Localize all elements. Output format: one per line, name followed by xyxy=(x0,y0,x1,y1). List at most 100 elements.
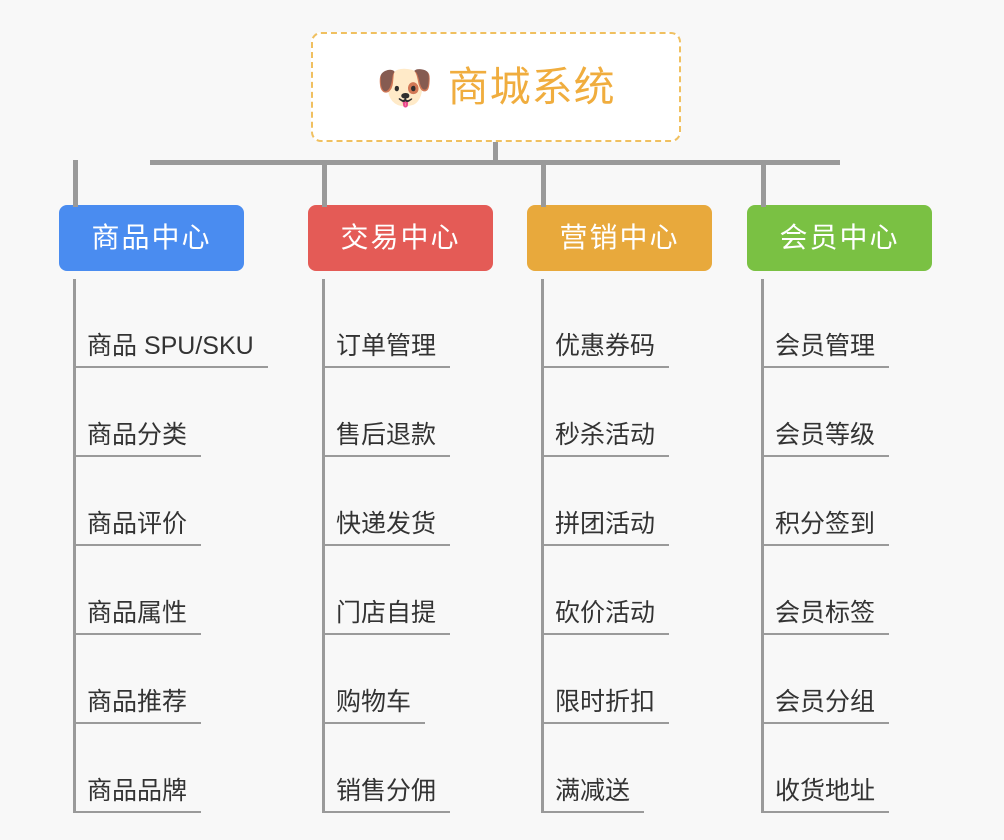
root-stem-connector xyxy=(493,142,498,164)
leaf-item[interactable]: 商品属性 xyxy=(73,546,249,635)
leaf-label: 满减送 xyxy=(555,777,631,805)
leaf-label: 门店自提 xyxy=(336,599,437,627)
leaf-label: 收货地址 xyxy=(775,777,876,805)
leaf-item[interactable]: 会员分组 xyxy=(761,635,937,724)
leaf-underline xyxy=(541,366,669,368)
branch-header-label: 交易中心 xyxy=(340,222,461,253)
leaf-label: 购物车 xyxy=(336,688,412,716)
branch-spine-trade-center xyxy=(322,279,325,813)
leaf-underline xyxy=(541,722,669,724)
leaf-underline xyxy=(73,455,201,457)
leaf-label: 秒杀活动 xyxy=(555,421,656,449)
leaf-label: 砍价活动 xyxy=(555,599,656,627)
leaf-label: 会员管理 xyxy=(775,332,876,360)
leaf-list-marketing-center: 优惠券码秒杀活动拼团活动砍价活动限时折扣满减送 xyxy=(541,279,717,813)
leaf-underline xyxy=(322,366,450,368)
leaf-underline xyxy=(761,633,889,635)
branch-marketing-center: 营销中心优惠券码秒杀活动拼团活动砍价活动限时折扣满减送 xyxy=(527,205,717,813)
leaf-item[interactable]: 快递发货 xyxy=(322,457,498,546)
leaf-label: 商品品牌 xyxy=(87,777,188,805)
leaf-label: 会员标签 xyxy=(775,599,876,627)
leaf-label: 销售分佣 xyxy=(336,777,437,805)
leaf-item[interactable]: 订单管理 xyxy=(322,279,498,368)
leaf-underline xyxy=(322,544,450,546)
branch-spine-product-center xyxy=(73,279,76,813)
leaf-list-member-center: 会员管理会员等级积分签到会员标签会员分组收货地址 xyxy=(761,279,937,813)
leaf-label: 商品推荐 xyxy=(87,688,188,716)
leaf-underline xyxy=(761,366,889,368)
leaf-item[interactable]: 秒杀活动 xyxy=(541,368,717,457)
leaf-underline xyxy=(761,722,889,724)
leaf-underline xyxy=(73,544,201,546)
leaf-underline xyxy=(73,811,201,813)
leaf-list-trade-center: 订单管理售后退款快递发货门店自提购物车销售分佣 xyxy=(322,279,498,813)
leaf-item[interactable]: 商品分类 xyxy=(73,368,249,457)
leaf-item[interactable]: 商品品牌 xyxy=(73,724,249,813)
leaf-label: 会员等级 xyxy=(775,421,876,449)
leaf-item[interactable]: 满减送 xyxy=(541,724,717,813)
leaf-underline xyxy=(73,633,201,635)
branch-product-center: 商品中心商品 SPU/SKU 商品分类商品评价商品属性商品推荐商品品牌 xyxy=(59,205,268,813)
leaf-item[interactable]: 砍价活动 xyxy=(541,546,717,635)
leaf-item[interactable]: 售后退款 xyxy=(322,368,498,457)
dog-face-icon: 🐶 xyxy=(376,61,434,113)
branch-bus-connector xyxy=(150,160,840,165)
leaf-item[interactable]: 会员等级 xyxy=(761,368,937,457)
leaf-underline xyxy=(73,366,268,368)
branch-header-marketing-center[interactable]: 营销中心 xyxy=(527,205,712,271)
branch-member-center: 会员中心会员管理会员等级积分签到会员标签会员分组收货地址 xyxy=(747,205,937,813)
leaf-item[interactable]: 会员管理 xyxy=(761,279,937,368)
leaf-item[interactable]: 销售分佣 xyxy=(322,724,498,813)
leaf-item[interactable]: 购物车 xyxy=(322,635,498,724)
branch-trade-center: 交易中心订单管理售后退款快递发货门店自提购物车销售分佣 xyxy=(308,205,498,813)
leaf-underline xyxy=(761,544,889,546)
bus-drop-connector-marketing-center xyxy=(541,160,546,207)
leaf-underline xyxy=(761,811,889,813)
leaf-label: 商品分类 xyxy=(87,421,188,449)
leaf-item[interactable]: 商品推荐 xyxy=(73,635,249,724)
leaf-underline xyxy=(541,544,669,546)
leaf-item[interactable]: 会员标签 xyxy=(761,546,937,635)
bus-drop-connector-trade-center xyxy=(322,160,327,207)
bus-drop-connector-member-center xyxy=(761,160,766,207)
leaf-item[interactable]: 积分签到 xyxy=(761,457,937,546)
root-node[interactable]: 🐶 商城系统 xyxy=(311,32,681,142)
branch-header-trade-center[interactable]: 交易中心 xyxy=(308,205,493,271)
leaf-item[interactable]: 商品 SPU/SKU xyxy=(73,279,268,368)
leaf-item[interactable]: 限时折扣 xyxy=(541,635,717,724)
branch-spine-member-center xyxy=(761,279,764,813)
leaf-label: 优惠券码 xyxy=(555,332,656,360)
leaf-underline xyxy=(322,722,425,724)
root-title: 商城系统 xyxy=(447,63,616,110)
leaf-label: 商品 SPU/SKU xyxy=(87,332,254,360)
leaf-underline xyxy=(761,455,889,457)
branch-header-label: 营销中心 xyxy=(559,222,680,253)
leaf-list-product-center: 商品 SPU/SKU 商品分类商品评价商品属性商品推荐商品品牌 xyxy=(73,279,268,813)
leaf-label: 快递发货 xyxy=(336,510,437,538)
leaf-item[interactable]: 优惠券码 xyxy=(541,279,717,368)
leaf-label: 售后退款 xyxy=(336,421,437,449)
branch-header-product-center[interactable]: 商品中心 xyxy=(59,205,244,271)
leaf-underline xyxy=(541,811,644,813)
leaf-label: 商品评价 xyxy=(87,510,188,538)
leaf-item[interactable]: 收货地址 xyxy=(761,724,937,813)
leaf-label: 拼团活动 xyxy=(555,510,656,538)
leaf-underline xyxy=(73,722,201,724)
leaf-label: 订单管理 xyxy=(336,332,437,360)
leaf-label: 会员分组 xyxy=(775,688,876,716)
bus-drop-connector-product-center xyxy=(73,160,78,207)
branch-header-member-center[interactable]: 会员中心 xyxy=(747,205,932,271)
leaf-item[interactable]: 商品评价 xyxy=(73,457,249,546)
leaf-label: 商品属性 xyxy=(87,599,188,627)
leaf-label: 积分签到 xyxy=(775,510,876,538)
branch-spine-marketing-center xyxy=(541,279,544,813)
leaf-underline xyxy=(322,455,450,457)
branch-header-label: 商品中心 xyxy=(91,222,212,253)
leaf-underline xyxy=(322,633,450,635)
leaf-label: 限时折扣 xyxy=(555,688,656,716)
leaf-underline xyxy=(541,633,669,635)
leaf-item[interactable]: 拼团活动 xyxy=(541,457,717,546)
leaf-underline xyxy=(541,455,669,457)
leaf-item[interactable]: 门店自提 xyxy=(322,546,498,635)
